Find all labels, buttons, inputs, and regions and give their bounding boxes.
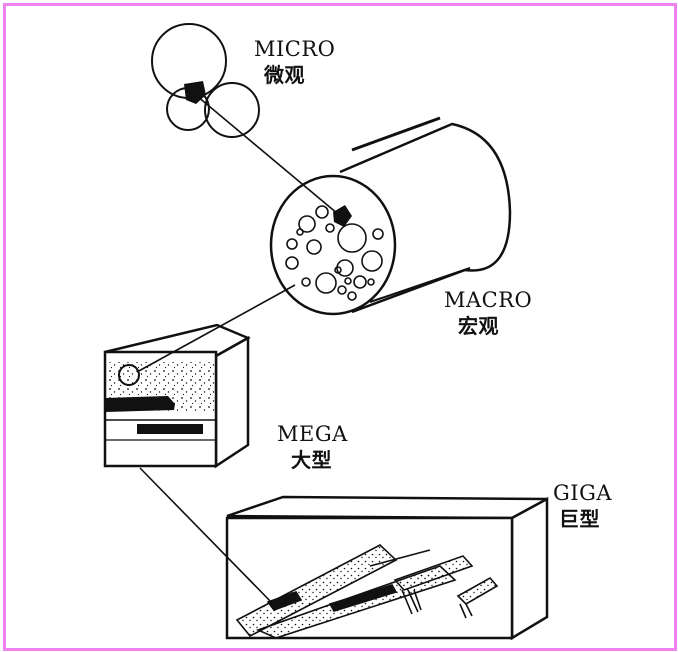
label-macro-zh: 宏观 (458, 314, 499, 338)
mega-side-face (214, 335, 250, 469)
core-bottom-edge (369, 267, 471, 303)
core-top-edge (351, 116, 441, 152)
figure-frame (3, 3, 677, 651)
label-micro-en: MICRO (254, 37, 336, 61)
mega-core-location (118, 364, 140, 386)
scale-connectors (136, 95, 339, 607)
label-macro: MACRO 宏观 (444, 287, 532, 339)
micro-grains (151, 23, 260, 138)
connector-micro-macro (196, 95, 339, 215)
label-micro: MICRO 微观 (254, 36, 335, 88)
giga-top-face (226, 495, 548, 520)
label-mega-zh: 大型 (291, 448, 332, 472)
label-giga: GIGA 巨型 (553, 480, 612, 532)
label-giga-en: GIGA (553, 481, 613, 505)
connector-mega-giga (139, 467, 276, 607)
label-mega-en: MEGA (277, 422, 348, 446)
core-pores (285, 205, 384, 301)
label-mega: MEGA 大型 (277, 421, 348, 473)
giga-side-face (510, 496, 549, 641)
label-giga-zh: 巨型 (559, 507, 600, 531)
giga-channels (235, 544, 499, 639)
mega-dark-bed-bottom (137, 424, 203, 434)
core-sample-mark (333, 205, 352, 227)
core-face (269, 174, 397, 316)
connector-macro-mega (136, 284, 296, 373)
giga-well-mark (266, 591, 303, 611)
mega-dark-bed-top (105, 396, 175, 412)
label-micro-zh: 微观 (264, 63, 305, 87)
label-macro-en: MACRO (444, 288, 533, 312)
micro-grain-right (204, 82, 260, 138)
mega-block (103, 323, 251, 469)
